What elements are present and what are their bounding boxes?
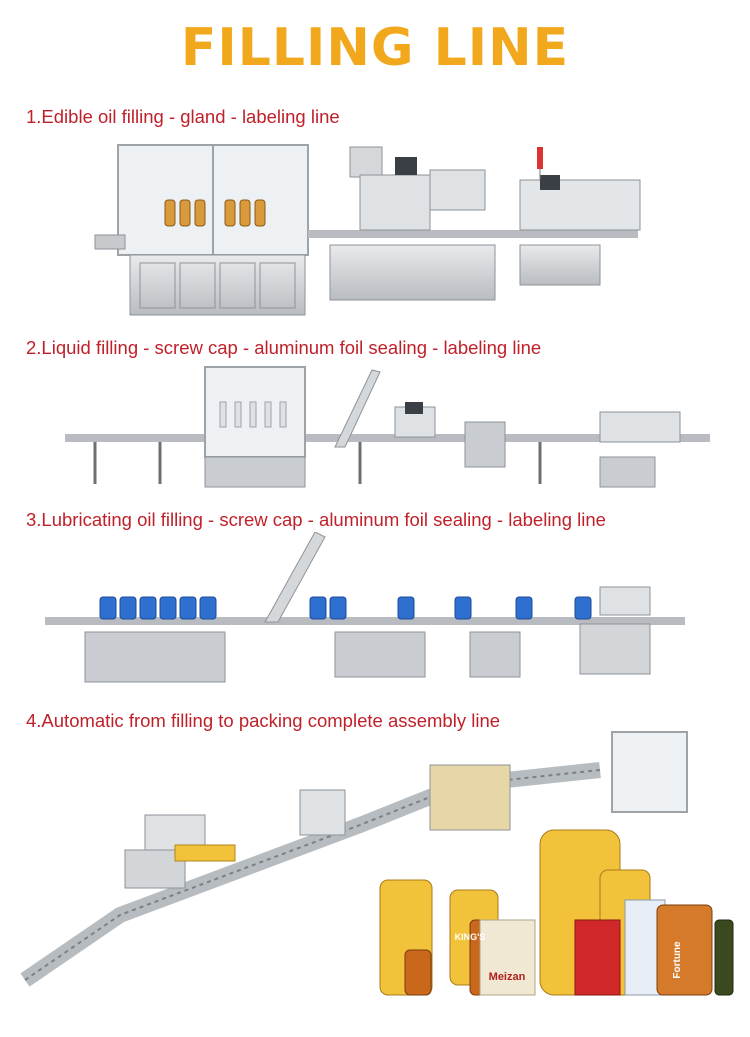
section-4-label: 4.Automatic from filling to packing comp… — [26, 710, 501, 731]
section-2-machine-photo — [0, 362, 750, 497]
section-4-machine-photo — [0, 730, 750, 1000]
product-bottle-group: Meizan Fortune KING'S — [370, 820, 740, 1005]
brand-fortune-label: Fortune — [672, 941, 683, 979]
brand-meizan-label: Meizan — [489, 971, 526, 983]
page-title: FILLING LINE — [180, 18, 570, 78]
section-1-machine-photo — [0, 135, 750, 330]
section-3-machine-photo — [0, 532, 750, 692]
brand-kings-label: KING'S — [455, 932, 486, 942]
section-1-label: 1.Edible oil filling - gland - labeling … — [26, 106, 340, 127]
section-2-label: 2.Liquid filling - screw cap - aluminum … — [26, 337, 542, 358]
section-3-label: 3.Lubricating oil filling - screw cap - … — [26, 509, 606, 530]
